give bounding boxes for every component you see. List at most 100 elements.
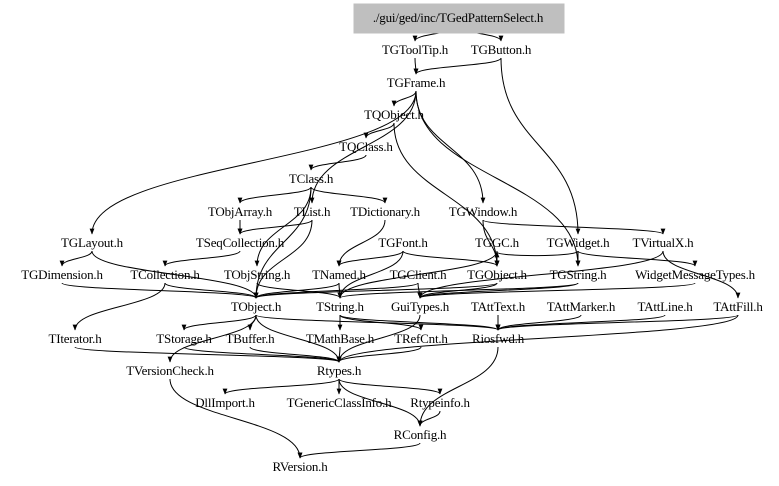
node-riosfwd[interactable]: Riosfwd.h	[472, 331, 525, 346]
edge-tgframe-to-tgstring	[415, 90, 581, 267]
edge-tqobject-to-tqclass	[363, 122, 395, 139]
node-tmathbase[interactable]: TMathBase.h	[306, 331, 375, 346]
node-tgclient[interactable]: TGClient.h	[390, 267, 448, 282]
node-tggc[interactable]: TGGC.h	[475, 235, 520, 250]
edge-tattfill-to-riosfwd	[495, 314, 739, 331]
node-label: Rtypes.h	[317, 363, 362, 378]
edge-riosfwd-to-rconfig	[417, 346, 499, 427]
edge-tqobject-to-tgobject	[393, 122, 500, 267]
edge-tstring-to-trefcnt	[339, 314, 424, 331]
edge-tgbutton-to-tgwidget	[500, 57, 581, 235]
node-tgwidget[interactable]: TGWidget.h	[547, 235, 611, 250]
node-tobjstring[interactable]: TObjString.h	[224, 267, 291, 282]
edge-tclass-to-tdictionary	[310, 186, 388, 204]
edge-widgetmessagetypes-to-guitypes	[417, 282, 696, 299]
edge-tgfont-to-tnamed	[336, 250, 404, 267]
node-tbuffer[interactable]: TBuffer.h	[226, 331, 276, 346]
node-tclass[interactable]: TClass.h	[289, 171, 334, 186]
node-tgtooltip[interactable]: TGToolTip.h	[382, 42, 449, 57]
edges-layer	[59, 25, 741, 459]
edge-tstorage-to-rtypes	[183, 346, 342, 363]
node-tdictionary[interactable]: TDictionary.h	[350, 204, 421, 219]
node-rtypes[interactable]: Rtypes.h	[317, 363, 362, 378]
node-label: WidgetMessageTypes.h	[635, 267, 756, 282]
node-guitypes[interactable]: GuiTypes.h	[391, 299, 450, 314]
node-tgstring[interactable]: TGString.h	[550, 267, 608, 282]
node-tglayout[interactable]: TGLayout.h	[61, 235, 124, 250]
edge-tcollection-to-titerator	[72, 282, 166, 331]
node-label: TGGC.h	[475, 235, 520, 250]
node-label: TStorage.h	[156, 331, 212, 346]
node-label: ./gui/ged/inc/TGedPatternSelect.h	[373, 10, 544, 25]
node-label: TVersionCheck.h	[126, 363, 214, 378]
node-tattfill[interactable]: TAttFill.h	[713, 299, 763, 314]
edge-titerator-to-rtypes	[74, 346, 342, 363]
node-widgetmessagetypes[interactable]: WidgetMessageTypes.h	[635, 267, 756, 282]
edge-tgstring-to-guitypes	[417, 282, 579, 299]
node-tgdimension[interactable]: TGDimension.h	[21, 267, 103, 282]
edge-tgfont-to-tgobject	[402, 250, 500, 267]
node-label: TObjString.h	[224, 267, 291, 282]
edge-tvirtualx-to-guitypes	[417, 250, 664, 299]
node-label: TGDimension.h	[21, 267, 103, 282]
edge-tgframe-to-tglayout	[89, 90, 417, 235]
node-label: Rtypeinfo.h	[410, 395, 470, 410]
node-tattmarker[interactable]: TAttMarker.h	[547, 299, 616, 314]
edge-tgwidget-to-tggc	[494, 250, 579, 258]
edge-tlist-to-tobject	[253, 219, 313, 299]
node-label: TGFont.h	[378, 235, 428, 250]
node-tqobject[interactable]: TQObject.h	[364, 107, 425, 122]
node-label: TVirtualX.h	[633, 235, 695, 250]
node-tattline[interactable]: TAttLine.h	[637, 299, 693, 314]
node-tcollection[interactable]: TCollection.h	[130, 267, 200, 282]
node-tstring[interactable]: TString.h	[316, 299, 365, 314]
node-label: TGObject.h	[467, 267, 527, 282]
edge-tlist-to-tseqcollection	[237, 219, 313, 235]
node-label: TAttLine.h	[637, 299, 693, 314]
node-label: TGWindow.h	[449, 204, 518, 219]
node-rconfig[interactable]: RConfig.h	[394, 427, 448, 442]
edge-tseqcollection-to-tcollection	[162, 250, 241, 267]
node-tgobject[interactable]: TGObject.h	[467, 267, 528, 282]
node-tnamed[interactable]: TNamed.h	[312, 267, 367, 282]
node-rversion[interactable]: RVersion.h	[272, 459, 328, 474]
node-rtypeinfo[interactable]: Rtypeinfo.h	[410, 395, 470, 410]
node-trefcnt[interactable]: TRefCnt.h	[394, 331, 448, 346]
root-node[interactable]: ./gui/ged/inc/TGedPatternSelect.h	[353, 3, 565, 34]
edge-tobject-to-tstorage	[181, 314, 257, 331]
node-tgfont[interactable]: TGFont.h	[378, 235, 428, 250]
node-dllimport[interactable]: DllImport.h	[195, 395, 255, 410]
edge-tstring-to-riosfwd	[339, 314, 501, 331]
node-label: TMathBase.h	[306, 331, 375, 346]
edge-tgwindow-to-tvirtualx	[482, 219, 666, 235]
node-label: TRefCnt.h	[394, 331, 448, 346]
node-tlist[interactable]: TList.h	[294, 204, 331, 219]
node-label: TObject.h	[231, 299, 282, 314]
node-tobjarray[interactable]: TObjArray.h	[208, 204, 273, 219]
node-label: TGLayout.h	[61, 235, 124, 250]
edge-tgclient-to-guitypes	[417, 282, 423, 299]
node-tgframe[interactable]: TGFrame.h	[387, 75, 446, 90]
node-tseqcollection[interactable]: TSeqCollection.h	[196, 235, 285, 250]
node-tatttext[interactable]: TAttText.h	[471, 299, 526, 314]
node-label: TNamed.h	[312, 267, 366, 282]
node-label: RConfig.h	[394, 427, 447, 442]
node-tgbutton[interactable]: TGButton.h	[471, 42, 532, 57]
node-tobject[interactable]: TObject.h	[231, 299, 282, 314]
node-label: TClass.h	[289, 171, 334, 186]
node-label: RVersion.h	[272, 459, 328, 474]
node-titerator[interactable]: TIterator.h	[48, 331, 102, 346]
edge-tgframe-to-tlist	[309, 90, 417, 204]
node-label: TAttMarker.h	[547, 299, 616, 314]
edge-rtypeinfo-to-rconfig	[417, 410, 441, 427]
nodes-layer: ./gui/ged/inc/TGedPatternSelect.hTGToolT…	[21, 3, 764, 474]
edge-tglayout-to-tgdimension	[59, 250, 93, 267]
node-tqclass[interactable]: TQClass.h	[339, 139, 393, 154]
node-label: TBuffer.h	[226, 331, 276, 346]
node-tstorage[interactable]: TStorage.h	[156, 331, 212, 346]
node-tversioncheck[interactable]: TVersionCheck.h	[126, 363, 215, 378]
node-tgenericclassinfo[interactable]: TGenericClassInfo.h	[287, 395, 393, 410]
node-tvirtualx[interactable]: TVirtualX.h	[633, 235, 695, 250]
node-tgwindow[interactable]: TGWindow.h	[449, 204, 518, 219]
root-node-box	[353, 3, 565, 34]
